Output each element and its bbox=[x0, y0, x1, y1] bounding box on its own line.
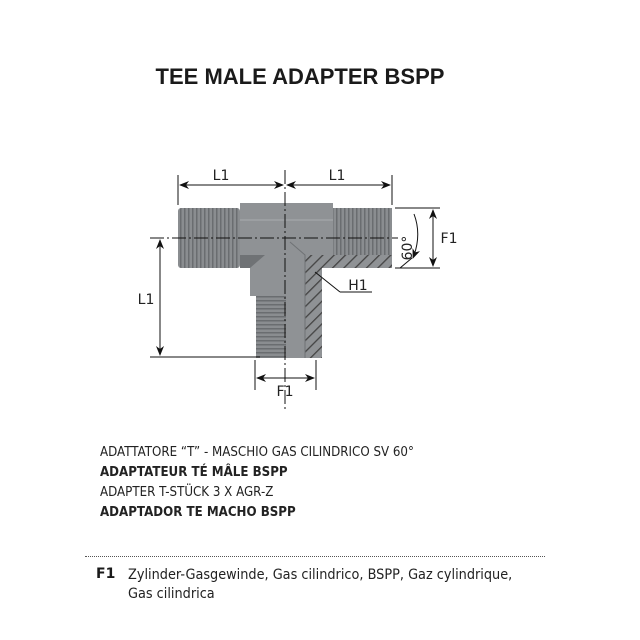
dimension-lines bbox=[150, 175, 440, 390]
page-title: TEE MALE ADAPTER BSPP bbox=[155, 64, 445, 89]
description-german: ADAPTER T-STÜCK 3 X AGR-Z bbox=[100, 485, 274, 500]
center-lines bbox=[150, 170, 398, 412]
dim-h1: H1 bbox=[348, 278, 367, 294]
angle-label: 60° bbox=[400, 236, 416, 261]
legend-key: F1 bbox=[96, 566, 116, 582]
description-italian: ADATTATORE “T” - MASCHIO GAS CILINDRICO … bbox=[100, 445, 414, 460]
dim-f1-bottom: F1 bbox=[277, 384, 294, 400]
dim-l1-left: L1 bbox=[213, 168, 230, 184]
dim-l1-right: L1 bbox=[329, 168, 346, 184]
dim-l1-vertical: L1 bbox=[138, 292, 155, 308]
description-french: ADAPTATEUR TÉ MÂLE BSPP bbox=[100, 465, 288, 480]
dim-f1-right: F1 bbox=[441, 231, 458, 247]
legend-text: Zylinder-Gasgewinde, Gas cilindrico, BSP… bbox=[128, 567, 513, 602]
dotted-divider bbox=[85, 556, 545, 557]
description-spanish: ADAPTADOR TE MACHO BSPP bbox=[100, 505, 296, 520]
